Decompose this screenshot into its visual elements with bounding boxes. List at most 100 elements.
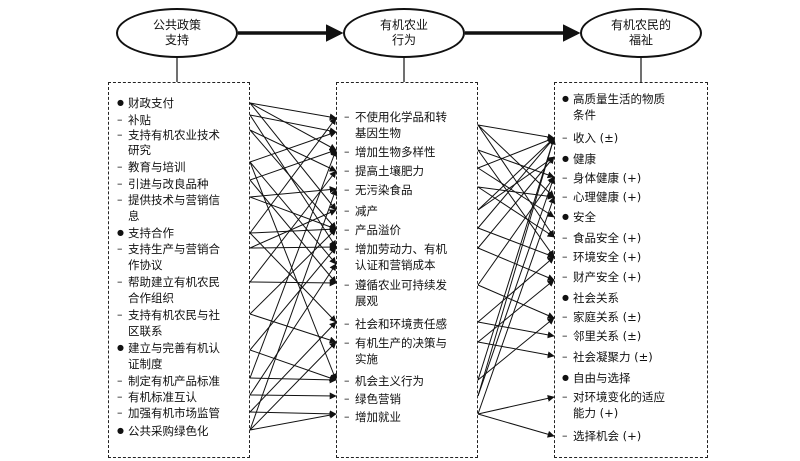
policy-behavior-arrow bbox=[249, 161, 337, 381]
policy-behavior-arrow bbox=[249, 186, 337, 198]
behavior-welfare-arrow bbox=[477, 137, 555, 229]
behavior-welfare-arrow bbox=[477, 149, 555, 179]
policy-behavior-arrow bbox=[249, 148, 337, 181]
welfare-item: 邻里关系 (±) bbox=[562, 329, 641, 343]
welfare-item: 条件 bbox=[573, 108, 596, 122]
behavior-welfare-arrow bbox=[477, 394, 555, 415]
policy-item: 建立与完善有机认 bbox=[117, 341, 220, 355]
behavior-welfare-arrow bbox=[477, 124, 555, 238]
welfare-item: 心理健康 (+) bbox=[562, 190, 641, 204]
behavior-welfare-arrow bbox=[477, 279, 555, 343]
welfare-item: 自由与选择 bbox=[562, 371, 630, 385]
policy-header-line1: 公共政策 bbox=[152, 18, 201, 32]
behavior-item: 基因生物 bbox=[355, 126, 401, 140]
welfare-item: 环境安全 (+) bbox=[562, 250, 641, 264]
behavior-welfare-arrow bbox=[477, 186, 555, 238]
behavior-item: 机会主义行为 bbox=[344, 374, 424, 388]
behavior-item: 绿色营销 bbox=[344, 392, 401, 406]
policy-behavior-arrow bbox=[249, 117, 337, 234]
policy-item: 公共采购绿色化 bbox=[117, 424, 208, 438]
welfare-header: 有机农民的 福祉 bbox=[580, 8, 702, 58]
policy-header-line2: 支持 bbox=[164, 33, 189, 47]
behavior-item: 增加劳动力、有机 bbox=[344, 242, 447, 256]
policy-item: 区联系 bbox=[128, 324, 163, 338]
behavior-item: 提高土壤肥力 bbox=[344, 164, 424, 178]
welfare-header-line1: 有机农民的 bbox=[610, 18, 671, 32]
policy-item: 引进与改良品种 bbox=[117, 177, 208, 191]
behavior-welfare-arrow bbox=[477, 137, 556, 397]
behavior-item: 展观 bbox=[355, 294, 378, 308]
welfare-item: 身体健康 (+) bbox=[562, 171, 641, 185]
policy-item: 有机标准互认 bbox=[117, 390, 197, 404]
behavior-item: 增加生物多样性 bbox=[344, 145, 435, 159]
policy-item: 合作组织 bbox=[128, 291, 174, 305]
behavior-welfare-arrow bbox=[477, 149, 555, 258]
policy-behavior-arrow bbox=[249, 232, 337, 323]
behavior-welfare-arrow bbox=[477, 227, 555, 259]
policy-item: 财政支付 bbox=[117, 96, 174, 110]
welfare-item: 家庭关系 (±) bbox=[562, 310, 641, 324]
behavior-header: 有机农业 行为 bbox=[343, 8, 465, 58]
welfare-item: 安全 bbox=[562, 210, 596, 224]
behavior-header-line1: 有机农业 bbox=[379, 18, 428, 32]
welfare-item: 社会关系 bbox=[562, 291, 619, 305]
behavior-welfare-arrow bbox=[477, 124, 555, 198]
policy-behavior-arrow bbox=[249, 102, 337, 121]
policy-behavior-arrow bbox=[249, 129, 337, 172]
welfare-item: 对环境变化的适应 bbox=[562, 390, 665, 404]
policy-behavior-arrow bbox=[249, 188, 338, 431]
welfare-item: 高质量生活的物质 bbox=[562, 92, 665, 106]
behavior-welfare-arrow bbox=[477, 156, 555, 249]
welfare-item: 财产安全 (+) bbox=[562, 270, 641, 284]
policy-item: 提供技术与营销信 bbox=[117, 193, 220, 207]
policy-behavior-arrow bbox=[249, 392, 337, 400]
welfare-item: 健康 bbox=[562, 152, 596, 166]
behavior-item: 有机生产的决策与 bbox=[344, 336, 447, 350]
policy-item: 支持有机农民与社 bbox=[117, 308, 220, 322]
behavior-welfare-arrow bbox=[477, 196, 556, 415]
behavior-item: 认证和营销成本 bbox=[355, 258, 436, 272]
policy-item: 帮助建立有机农民 bbox=[117, 275, 220, 289]
welfare-header-line2: 福祉 bbox=[628, 33, 653, 47]
policy-behavior-arrow bbox=[249, 246, 337, 351]
welfare-item: 食品安全 (+) bbox=[562, 231, 641, 245]
policy-behavior-arrow bbox=[249, 149, 338, 379]
policy-behavior-arrow bbox=[249, 170, 337, 283]
behavior-welfare-arrow bbox=[477, 413, 555, 438]
policy-item: 教育与培训 bbox=[117, 160, 185, 174]
policy-item: 支持生产与营销合 bbox=[117, 242, 220, 256]
policy-item: 支持有机农业技术 bbox=[117, 128, 220, 142]
policy-behavior-arrow bbox=[249, 410, 337, 418]
policy-behavior-arrow bbox=[249, 129, 337, 230]
policy-behavior-arrow bbox=[249, 130, 337, 163]
behavior-item: 产品溢价 bbox=[344, 223, 401, 237]
policy-item: 补贴 bbox=[117, 113, 151, 127]
policy-item: 加强有机市场监管 bbox=[117, 406, 220, 420]
policy-behavior-arrow bbox=[249, 411, 337, 431]
policy-behavior-arrow bbox=[249, 209, 337, 249]
behavior-welfare-arrow bbox=[477, 256, 555, 323]
behavior-welfare-arrow bbox=[477, 341, 555, 359]
behavior-welfare-arrow bbox=[477, 317, 555, 381]
behavior-welfare-arrow bbox=[477, 137, 556, 381]
behavior-to-welfare-links bbox=[477, 124, 556, 438]
behavior-item: 社会和环境责任感 bbox=[344, 317, 447, 331]
behavior-welfare-arrow bbox=[477, 284, 555, 319]
policy-item: 证制度 bbox=[128, 357, 163, 371]
behavior-item: 不使用化学品和转 bbox=[344, 110, 447, 124]
policy-behavior-arrow bbox=[249, 179, 337, 284]
policy-behavior-arrow bbox=[249, 313, 337, 344]
behavior-welfare-arrow bbox=[477, 186, 555, 200]
policy-behavior-arrow bbox=[249, 161, 337, 265]
policy-item: 作协议 bbox=[128, 258, 163, 272]
policy-behavior-arrow bbox=[249, 263, 337, 396]
behavior-item: 实施 bbox=[355, 352, 378, 366]
behavior-item: 遵循农业可持续发 bbox=[344, 278, 447, 292]
welfare-item: 能力 (+) bbox=[573, 406, 619, 420]
policy-behavior-arrow bbox=[249, 228, 337, 315]
behavior-welfare-arrow bbox=[477, 137, 555, 211]
policy-behavior-arrow bbox=[249, 341, 337, 431]
policy-item: 息 bbox=[128, 209, 140, 223]
policy-item: 研究 bbox=[128, 143, 151, 157]
behavior-header-line2: 行为 bbox=[391, 33, 416, 47]
